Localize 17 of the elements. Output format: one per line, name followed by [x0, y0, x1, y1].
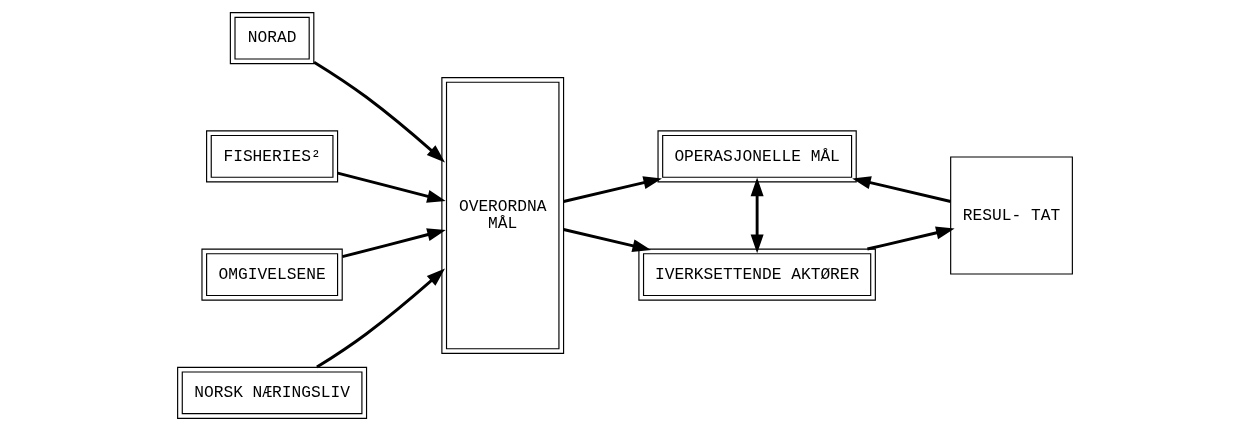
node-box: NORSK NÆRINGSLIV [177, 366, 368, 419]
arrow [342, 228, 446, 259]
arrow [563, 228, 652, 253]
arrow [867, 226, 955, 251]
node-box: IVERKSETTENDE AKTØRER [638, 248, 876, 301]
node-box: NORAD [229, 12, 315, 65]
node-box: OMGIVELSENE [201, 248, 343, 301]
node-box: FISHERIES² [206, 130, 339, 183]
arrow [337, 171, 446, 203]
node-box: OVERORDNA MÅL [441, 77, 565, 354]
arrow [316, 268, 446, 369]
arrow [313, 60, 446, 163]
arrow [563, 176, 662, 203]
arrow [750, 177, 764, 254]
node-box: RESUL- TAT [950, 156, 1073, 275]
arrow [852, 176, 951, 203]
node-box: OPERASJONELLE MÅL [657, 130, 857, 183]
